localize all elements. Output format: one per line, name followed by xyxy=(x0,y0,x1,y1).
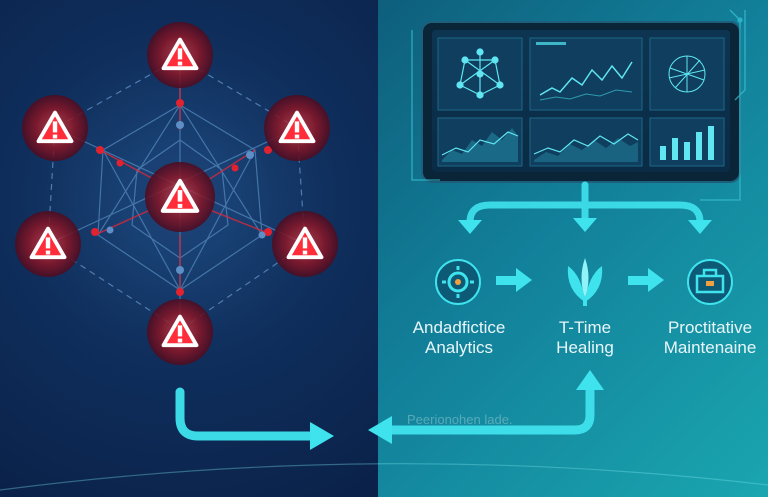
gear-icon xyxy=(435,259,481,305)
line-chart-icon xyxy=(539,61,633,96)
arrow-icon xyxy=(576,370,604,390)
connector-arrows xyxy=(175,383,595,441)
step-label-line: Andadficticе xyxy=(412,318,506,337)
arrow-icon xyxy=(368,416,392,444)
step-arrows xyxy=(496,268,664,292)
toolbox-icon xyxy=(687,259,733,305)
step-label-line: Healing xyxy=(556,338,614,357)
step-label-line: Proctitative xyxy=(667,318,753,337)
dashboard-monitor xyxy=(421,21,741,183)
warning-badge-upper-left xyxy=(22,95,88,161)
bar-chart-icon xyxy=(660,126,714,160)
warning-badge-bottom xyxy=(147,299,213,365)
branch-arrows xyxy=(466,181,704,226)
circuit-traces xyxy=(411,9,746,201)
faded-caption: Peerionohen lade. xyxy=(407,412,513,427)
step-label-line: Analytics xyxy=(424,338,494,357)
network-icon xyxy=(456,48,504,99)
warning-badge-lower-left xyxy=(15,211,81,277)
step-label-line: Maintenaine xyxy=(663,338,757,357)
warning-badge-upper-right xyxy=(264,95,330,161)
arrow-icon xyxy=(310,422,334,450)
warning-badge-lower-right xyxy=(272,211,338,277)
warning-badge-top xyxy=(147,22,213,88)
arrow-icon xyxy=(458,218,712,234)
warning-badge-center xyxy=(145,162,215,232)
step-label-maintenance: Proctitative Maintenaine xyxy=(654,318,766,358)
step-label-line: T-Time xyxy=(558,318,612,337)
bottom-arc xyxy=(0,463,768,491)
leaf-icon xyxy=(567,258,603,306)
step-label-analytics: Andadficticе Analytics xyxy=(398,318,520,358)
step-label-healing: T-Time Healing xyxy=(540,318,630,358)
network-nodes xyxy=(91,99,272,296)
